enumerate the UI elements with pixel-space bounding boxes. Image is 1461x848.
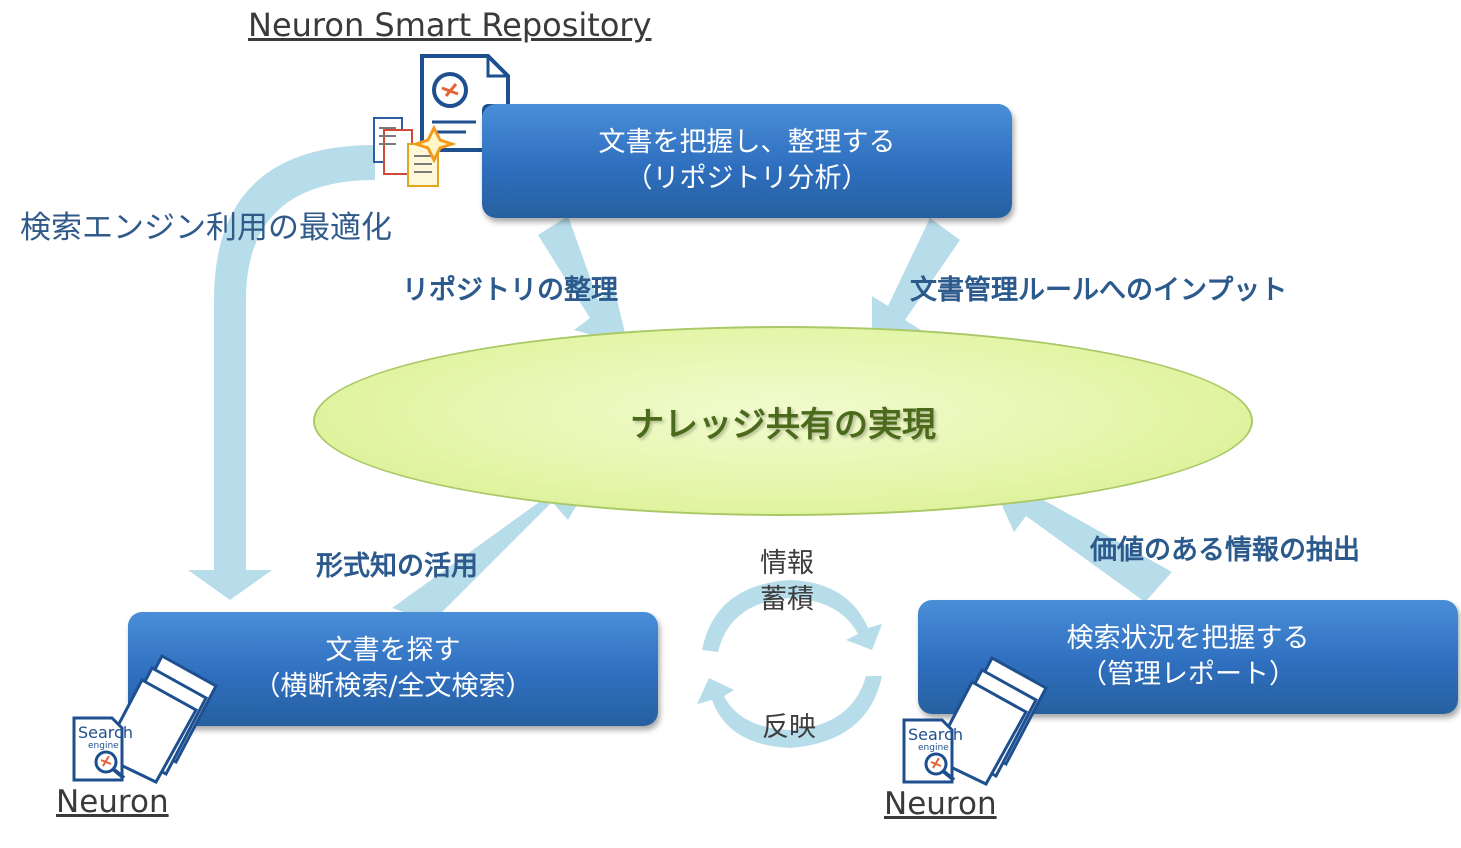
- arrow-extract-value: [988, 474, 1172, 602]
- arrow-rules-input: [872, 218, 960, 348]
- analyze-box-line1: 文書を把握し、整理する: [598, 127, 896, 158]
- neuron-link-left[interactable]: Neuron: [56, 784, 169, 820]
- search-engine-icon-right: Search engine: [902, 655, 1049, 786]
- label-explicit-knowledge: 形式知の活用: [316, 551, 478, 582]
- search-box: 文書を探す （横断検索/全文検索）: [128, 612, 658, 726]
- search-box-line2: （横断検索/全文検索）: [253, 671, 533, 702]
- search-optimization-label: 検索エンジン利用の最適化: [20, 210, 392, 246]
- label-rules-input: 文書管理ルールへのインプット: [910, 275, 1288, 306]
- analyze-box: 文書を把握し、整理する （リポジトリ分析）: [482, 104, 1012, 218]
- label-repository-organize: リポジトリの整理: [402, 275, 618, 306]
- cycle-label-reflect: 反映: [762, 712, 816, 743]
- icon-engine-text-right: engine: [918, 743, 949, 753]
- report-box-line2: （管理レポート）: [1080, 659, 1296, 690]
- icon-search-text-right: Search: [908, 725, 963, 744]
- search-engine-icon: Search engine: [72, 653, 219, 784]
- search-box-line1: 文書を探す: [325, 635, 461, 666]
- analyze-box-line2: （リポジトリ分析）: [625, 163, 869, 194]
- knowledge-sharing-ellipse: ナレッジ共有の実現: [313, 326, 1253, 516]
- smart-repository-link[interactable]: Neuron Smart Repository: [248, 6, 652, 44]
- center-title: ナレッジ共有の実現: [630, 404, 936, 445]
- cycle-arrow-accumulate: [702, 580, 882, 652]
- report-box-line1: 検索状況を把握する: [1066, 623, 1310, 654]
- arrow-repository-organize: [538, 216, 628, 345]
- cycle-arrow-reflect: [697, 676, 882, 748]
- cycle-label-accumulate-line2: 蓄積: [760, 584, 814, 615]
- cycle-label-accumulate-line1: 情報: [760, 548, 814, 579]
- icon-engine-text: engine: [88, 741, 119, 751]
- optimization-loop-arrow: [188, 145, 375, 600]
- cycle-label-accumulate: 情報 蓄積: [754, 546, 820, 618]
- icon-search-text: Search: [78, 723, 133, 742]
- neuron-link-right[interactable]: Neuron: [884, 786, 997, 822]
- label-extract-value: 価値のある情報の抽出: [1090, 535, 1360, 566]
